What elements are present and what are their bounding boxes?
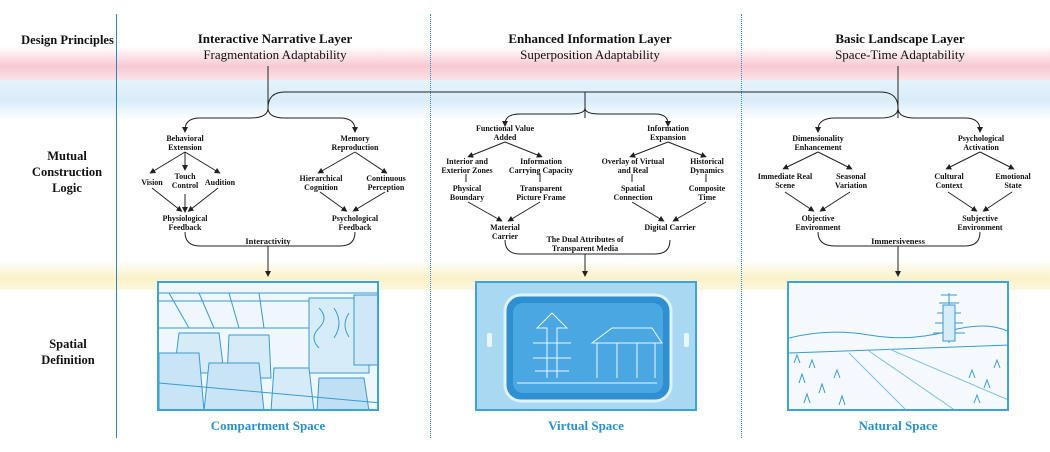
node-continuous-perception: Continuous Perception [366, 174, 406, 192]
row-label-divider [116, 14, 117, 438]
node-information-carrying-capacity: Information Carrying Capacity [508, 157, 574, 175]
design-band [0, 46, 1050, 80]
column-subtitle-interactive: Fragmentation Adaptability [203, 47, 347, 62]
node-spatial-connection: Spatial Connection [613, 184, 653, 202]
column-subtitle-basic: Space-Time Adaptability [835, 47, 965, 62]
node-immersiveness: Immersiveness [871, 236, 925, 246]
node-psychological-activation: Psychological Activation [957, 134, 1005, 152]
node-historical-dynamics: Historical Dynamics [690, 157, 724, 175]
node-vision: Vision [141, 178, 163, 187]
node-touch-control: Touch Control [171, 172, 199, 190]
node-material-carrier: Material Carrier [490, 223, 520, 241]
natural-illustration [787, 281, 1009, 411]
node-emotional-state: Emotional State [995, 172, 1031, 190]
node-composite-time: Composite Time [688, 184, 726, 202]
node-cultural-context: Cultural Context [934, 172, 964, 190]
node-physiological-feedback: Physiological Feedback [162, 214, 208, 232]
space-label-virtual: Virtual Space [548, 418, 624, 433]
node-overlay-virtual-real: Overlay of Virtual and Real [601, 157, 665, 175]
node-subjective-environment: Subjective Environment [957, 214, 1003, 232]
node-memory-reproduction: Memory Reproduction [331, 134, 379, 152]
column-title-interactive: Interactive Narrative Layer [197, 31, 353, 46]
column-divider-1 [430, 14, 431, 438]
row-label-design: Design Principles [21, 33, 114, 47]
node-interactivity: Interactivity [245, 236, 291, 246]
node-information-expansion: Information Expansion [647, 124, 689, 142]
node-immediate-real-scene: Immediate Real Scene [757, 172, 813, 190]
node-interior-exterior-zones: Interior and Exterior Zones [441, 157, 493, 175]
virtual-illustration [475, 281, 697, 411]
row-label-spatial: Spatial Definition [41, 337, 95, 367]
construction-band [0, 80, 1050, 120]
node-seasonal-variation: Seasonal Variation [834, 172, 868, 190]
node-dual-attributes: The Dual Attributes of Transparent Media [546, 235, 624, 253]
column-title-basic: Basic Landscape Layer [835, 31, 965, 46]
column-subtitle-enhanced: Superposition Adaptability [520, 47, 660, 62]
compartment-illustration [157, 281, 379, 411]
node-physical-boundary: Physical Boundary [449, 184, 485, 202]
column-title-enhanced: Enhanced Information Layer [508, 31, 672, 46]
node-audition: Audition [204, 178, 236, 187]
node-psychological-feedback: Psychological Feedback [331, 214, 379, 232]
column-divider-2 [741, 14, 742, 438]
node-hierarchical-cognition: Hierarchical Cognition [299, 174, 343, 192]
row-label-construction: Mutual Construction Logic [31, 149, 103, 195]
node-transparent-picture-frame: Transparent Picture Frame [516, 184, 566, 202]
node-digital-carrier: Digital Carrier [644, 223, 696, 232]
node-dimensionality-enhancement: Dimensionality Enhancement [792, 134, 844, 152]
node-behavioral-extension: Behavioral Extension [166, 134, 204, 152]
space-label-natural: Natural Space [858, 418, 938, 433]
node-objective-environment: Objective Environment [795, 214, 841, 232]
space-label-compartment: Compartment Space [210, 418, 326, 433]
node-functional-value-added: Functional Value Added [475, 124, 534, 142]
